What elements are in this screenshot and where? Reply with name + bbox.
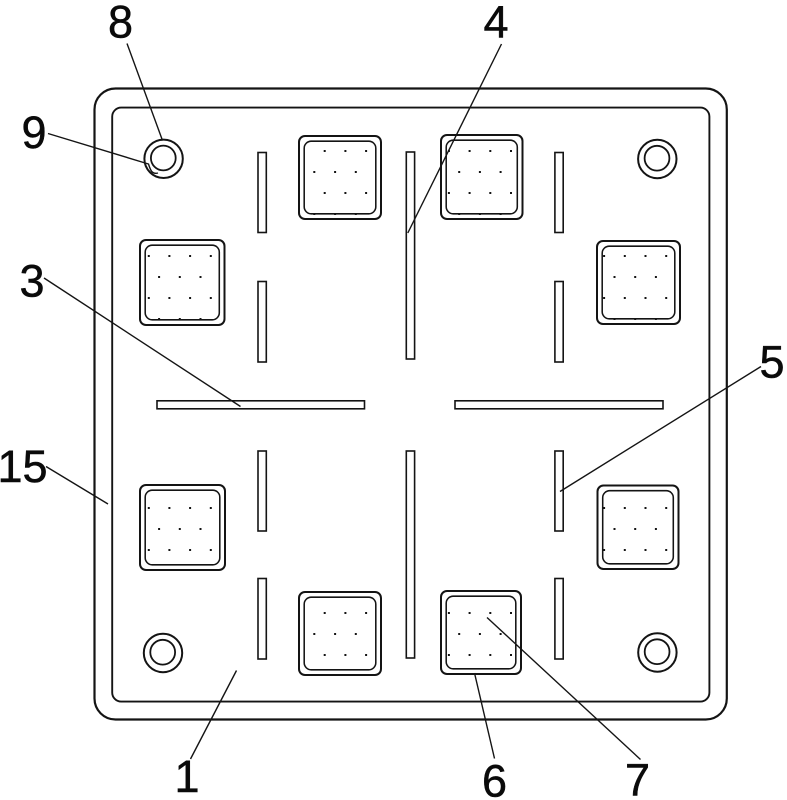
svg-text:3: 3 xyxy=(19,256,44,307)
svg-text:6: 6 xyxy=(482,756,507,800)
svg-text:4: 4 xyxy=(483,0,508,48)
svg-text:1: 1 xyxy=(174,751,199,800)
svg-text:15: 15 xyxy=(0,441,48,492)
svg-text:8: 8 xyxy=(108,0,133,48)
svg-text:9: 9 xyxy=(21,107,46,158)
svg-text:7: 7 xyxy=(625,755,650,800)
svg-text:5: 5 xyxy=(759,337,784,388)
